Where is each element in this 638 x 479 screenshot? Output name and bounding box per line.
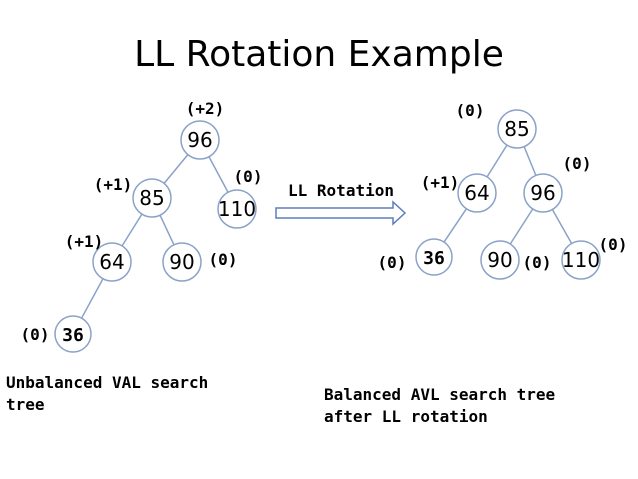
- balance-factor: (0): [378, 253, 407, 272]
- node-value: 36: [423, 248, 445, 269]
- node-value: 64: [464, 181, 489, 205]
- tree-edge: [551, 209, 573, 244]
- balance-factor: (0): [599, 235, 628, 254]
- node-circle: [561, 240, 601, 280]
- node-value: 90: [487, 248, 512, 272]
- balance-factor: (0): [21, 325, 50, 344]
- node-value: 96: [530, 181, 555, 205]
- node-circle: [217, 189, 257, 229]
- balance-factor: (0): [523, 253, 552, 272]
- balance-factor: (+1): [421, 173, 460, 192]
- tree-edge: [486, 144, 508, 178]
- balance-factor: (0): [456, 101, 485, 120]
- tree-node-96: 96 (+2): [180, 99, 225, 160]
- node-circle: [180, 120, 220, 160]
- caption-balanced: Balanced AVL search tree after LL rotati…: [324, 385, 556, 426]
- tree-edge: [208, 156, 229, 193]
- tree-node-96: 96 (0): [523, 154, 592, 213]
- node-circle: [54, 315, 92, 353]
- slide-title: LL Rotation Example: [134, 34, 504, 75]
- node-value: 85: [139, 186, 164, 210]
- tree-node-85: 85 (0): [456, 101, 537, 149]
- tree-node-36: 36 (0): [378, 238, 453, 276]
- node-value: 85: [504, 117, 529, 141]
- tree-node-85: 85 (+1): [94, 175, 172, 218]
- node-value: 96: [187, 128, 212, 152]
- node-circle: [523, 173, 563, 213]
- left-tree: 96(+2)85(+1)110(0)64(+1)90(0)36(0): [21, 99, 263, 353]
- tree-node-90: 90 (0): [480, 240, 552, 280]
- node-value: 110: [562, 248, 600, 272]
- node-circle: [92, 242, 132, 282]
- balance-factor: (+2): [186, 99, 225, 118]
- node-circle: [457, 173, 497, 213]
- balance-factor: (+1): [94, 175, 133, 194]
- tree-node-110: 110(0): [561, 235, 628, 280]
- balance-factor: (0): [209, 250, 238, 269]
- node-circle: [162, 242, 202, 282]
- tree-edge: [159, 214, 175, 246]
- tree-edge: [443, 208, 468, 243]
- node-value: 90: [169, 250, 194, 274]
- node-circle: [480, 240, 520, 280]
- balance-factor: (0): [234, 167, 263, 186]
- tree-edge: [121, 213, 143, 247]
- tree-node-64: 64(+1): [421, 173, 497, 213]
- tree-edge: [523, 146, 537, 176]
- right-tree: 85(0)64(+1)96(0)36(0)90(0)110(0): [378, 101, 628, 280]
- node-circle: [497, 109, 537, 149]
- rotation-arrow: LL Rotation: [275, 181, 407, 226]
- arrow-label: LL Rotation: [288, 181, 394, 200]
- tree-node-64: 64(+1): [65, 232, 132, 282]
- tree-node-90: 90 (0): [162, 242, 238, 282]
- tree-node-36: 36 (0): [21, 315, 92, 353]
- node-value: 64: [99, 250, 124, 274]
- caption-unbalanced: Unbalanced VAL search tree: [6, 373, 209, 414]
- tree-node-110: 110 (0): [217, 167, 263, 229]
- node-circle: [132, 178, 172, 218]
- arrow-icon: [275, 200, 407, 226]
- tree-edge: [509, 208, 534, 245]
- node-value: 36: [62, 325, 84, 346]
- node-circle: [415, 238, 453, 276]
- balance-factor: (0): [563, 154, 592, 173]
- tree-edge: [80, 278, 104, 319]
- tree-edge: [163, 154, 189, 184]
- balance-factor: (+1): [65, 232, 104, 251]
- node-value: 110: [218, 197, 256, 221]
